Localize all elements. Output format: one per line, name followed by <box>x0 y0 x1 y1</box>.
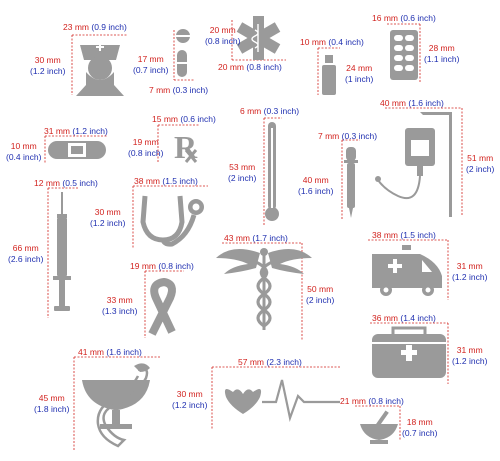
heartbeat-icon <box>224 379 340 422</box>
caduceus-width-label: 43 mm (1.7 inch) <box>224 233 288 243</box>
mortar-pestle-height-label: 18 mm(0.7 inch) <box>402 417 438 438</box>
thermometer-icon <box>265 122 279 221</box>
rx-height-label: 19 mm(0.8 inch) <box>128 137 164 158</box>
dimension-lines <box>44 20 463 450</box>
nurse-height-label: 30 mm(1.2 inch) <box>30 55 66 76</box>
syringe-width-label: 12 mm (0.5 inch) <box>34 178 98 188</box>
first-aid-kit-width-label: 36 mm (1.4 inch) <box>372 313 436 323</box>
first-aid-kit-icon <box>372 326 446 378</box>
syringe-icon <box>53 192 71 311</box>
pills-height-label: 17 mm(0.7 inch) <box>133 54 169 75</box>
pills-icon <box>176 29 190 77</box>
bandage-height-label: 10 mm(0.4 inch) <box>6 141 42 162</box>
thermometer-height-label: 53 mm(2 inch) <box>228 162 257 183</box>
dropper-width-label: 7 mm (0.3 inch) <box>318 131 378 141</box>
heartbeat-height-label: 30 mm(1.2 inch) <box>172 389 208 410</box>
star-of-life-width-label: 20 mm (0.8 inch) <box>218 62 282 72</box>
ribbon-height-label: 33 mm(1.3 inch) <box>102 295 138 316</box>
mortar-pestle-width-label: 21 mm (0.8 inch) <box>340 396 404 406</box>
iv-drip-width-label: 40 mm (1.6 inch) <box>380 98 444 108</box>
awareness-ribbon-icon <box>148 277 176 336</box>
ambulance-icon <box>372 245 442 296</box>
blister-pack-height-label: 28 mm(1.1 inch) <box>424 43 460 64</box>
iv-drip-icon <box>375 112 452 217</box>
dropper-height-label: 40 mm(1.6 inch) <box>298 175 334 196</box>
first-aid-kit-height-label: 31 mm(1.2 inch) <box>452 345 488 366</box>
thermometer-width-label: 6 mm (0.3 inch) <box>240 106 300 116</box>
pills-width-label: 7 mm (0.3 inch) <box>149 85 209 95</box>
ambulance-height-label: 31 mm(1.2 inch) <box>452 261 488 282</box>
heartbeat-width-label: 57 mm (2.3 inch) <box>238 357 302 367</box>
star-of-life-icon <box>236 16 281 60</box>
stethoscope-icon <box>140 195 204 247</box>
dropper-icon <box>344 147 358 218</box>
vial-width-label: 10 mm (0.4 inch) <box>300 37 364 47</box>
iv-drip-height-label: 51 mm(2 inch) <box>466 153 495 174</box>
syringe-height-label: 66 mm(2.6 inch) <box>8 243 44 264</box>
ribbon-width-label: 19 mm (0.8 inch) <box>130 261 194 271</box>
stethoscope-height-label: 30 mm(1.2 inch) <box>90 207 126 228</box>
bandage-icon <box>48 141 106 159</box>
nurse-icon <box>76 43 124 96</box>
nurse-width-label: 23 mm (0.9 inch) <box>63 22 127 32</box>
bowl-of-hygieia-icon <box>82 363 150 448</box>
mortar-pestle-icon <box>360 410 398 444</box>
blister-pack-width-label: 16 mm (0.6 inch) <box>372 13 436 23</box>
ambulance-width-label: 38 mm (1.5 inch) <box>372 230 436 240</box>
rx-width-label: 15 mm (0.6 inch) <box>152 114 216 124</box>
blister-pack-icon <box>390 30 418 80</box>
vial-height-label: 24 mm(1 inch) <box>345 63 374 84</box>
rx-icon: R <box>174 129 198 165</box>
star-of-life-height-label: 20 mm(0.8 inch) <box>205 25 241 46</box>
bowl-of-hygieia-height-label: 45 mm(1.8 inch) <box>34 393 70 414</box>
vial-icon <box>322 55 336 95</box>
stethoscope-width-label: 38 mm (1.5 inch) <box>134 176 198 186</box>
bandage-width-label: 31 mm (1.2 inch) <box>44 126 108 136</box>
caduceus-height-label: 50 mm(2 inch) <box>306 284 335 305</box>
bowl-of-hygieia-width-label: 41 mm (1.6 inch) <box>78 347 142 357</box>
caduceus-icon <box>216 248 312 330</box>
